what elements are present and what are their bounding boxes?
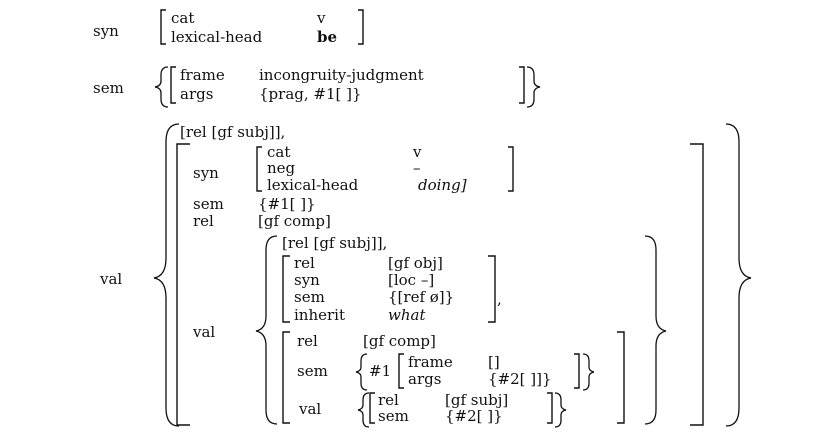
inner-syn-cat-attr: cat [267,143,290,161]
top-sem-args-attr: args [180,85,213,103]
obj-rel-attr: rel [294,254,315,272]
comp-sem-right-brace [582,353,595,391]
top-sem-left-brace [154,66,169,108]
obj-inherit-value: what [388,306,426,324]
val-label: val [99,270,122,288]
obj-inherit-attr: inherit [294,306,345,324]
inner-sem-label: sem [193,195,224,213]
inner-syn-head-value: doing] [418,176,467,194]
top-syn-cat-value: v [316,9,326,27]
val-outer-right-brace [725,123,752,427]
obj-syn-attr: syn [294,271,320,289]
inner-syn-label: syn [193,164,219,182]
val-first-item: [rel [gf subj]], [180,123,285,141]
inner-syn-left-bracket [256,146,262,192]
comp-val-right-bracket [547,392,553,424]
inner-syn-right-bracket [508,146,514,192]
obj-right-bracket [488,255,496,323]
inner-syn-neg-value: – [413,159,421,177]
comp-val-attr: val [298,400,321,418]
comp-sem-left-brace [355,353,368,391]
comp-sem-left-bracket [398,353,404,389]
inner-val-left-brace [255,235,278,425]
comp-val-rel-value: [gf subj] [445,391,508,409]
comp-val-rel-attr: rel [378,391,399,409]
top-sem-frame-value: incongruity-judgment [259,66,424,84]
comp-val-sem-attr: sem [378,407,409,425]
obj-sem-value: {[ref ø]} [388,288,454,306]
comp-val-left-bracket [369,392,375,424]
top-syn-label: syn [93,22,119,40]
top-syn-right-bracket [358,9,364,45]
comp-args-attr: args [408,370,441,388]
top-sem-args-value: {prag, #1[ ]} [259,85,362,103]
comp-val-sem-value: {#2[ ]} [445,407,503,425]
comp-right-bracket [617,331,625,424]
obj-comma: , [497,290,502,308]
top-sem-frame-attr: frame [180,66,225,84]
inner-syn-head-attr: lexical-head [267,176,359,194]
val-inner-right-bracket [690,143,704,426]
comp-args-value: {#2[ ]]} [488,370,552,388]
obj-sem-attr: sem [294,288,325,306]
inner-val-label: val [192,323,215,341]
comp-rel-value: [gf comp] [363,332,436,350]
comp-frame-attr: frame [408,353,453,371]
comp-val-right-brace [554,392,567,428]
inner-rel-label: rel [193,212,214,230]
obj-left-bracket [282,255,290,323]
obj-syn-value: [loc –] [388,271,434,289]
top-sem-right-bracket [519,66,525,104]
obj-rel-value: [gf obj] [388,254,443,272]
inner-sem-value: {#1[ ]} [258,195,316,213]
top-sem-left-bracket [170,66,176,104]
inner-syn-neg-attr: neg [267,159,296,177]
comp-left-bracket [282,331,290,424]
comp-rel-attr: rel [297,332,318,350]
top-syn-head-value: be [317,28,337,46]
inner-val-right-brace [644,235,667,425]
comp-sem-attr: sem [297,362,328,380]
val-outer-left-brace [153,123,180,427]
inner-val-first-item: [rel [gf subj]], [282,234,387,252]
comp-frame-value: [] [488,353,500,371]
inner-syn-cat-value: v [412,143,422,161]
comp-sem-right-bracket [574,353,580,389]
inner-rel-value: [gf comp] [258,212,331,230]
top-syn-head-attr: lexical-head [171,28,263,46]
top-syn-cat-attr: cat [171,9,194,27]
top-sem-right-brace [526,66,541,108]
comp-sem-tag: #1 [369,362,391,380]
comp-val-left-brace [357,392,370,428]
top-syn-left-bracket [160,9,166,45]
val-inner-left-bracket [176,143,190,426]
top-sem-label: sem [93,79,124,97]
